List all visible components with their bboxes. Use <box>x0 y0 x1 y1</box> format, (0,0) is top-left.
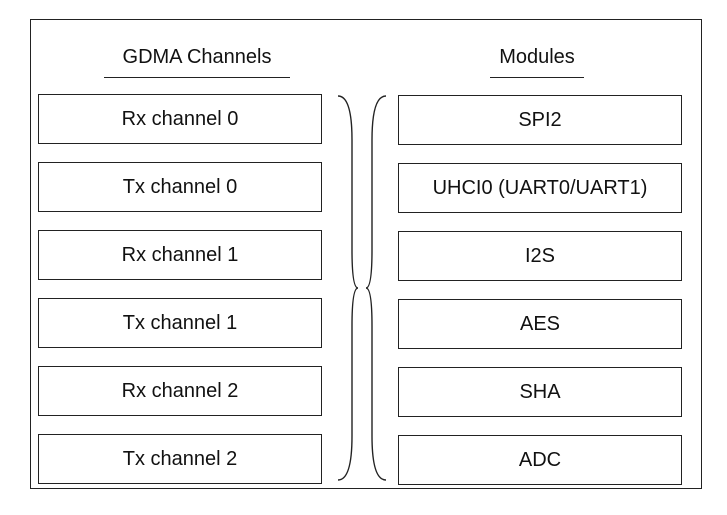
module-box-spi2: SPI2 <box>398 95 682 145</box>
channel-box-tx2: Tx channel 2 <box>38 434 322 484</box>
right-brace <box>365 95 387 481</box>
gdma-channels-title: GDMA Channels <box>122 46 272 68</box>
channel-box-rx0: Rx channel 0 <box>38 94 322 144</box>
modules-underline <box>490 76 584 78</box>
diagram-frame <box>30 19 702 489</box>
channel-box-rx2: Rx channel 2 <box>38 366 322 416</box>
module-box-i2s: I2S <box>398 231 682 281</box>
channel-box-tx0: Tx channel 0 <box>38 162 322 212</box>
gdma-channels-underline <box>104 76 290 78</box>
module-box-uhci0: UHCI0 (UART0/UART1) <box>398 163 682 213</box>
channel-box-tx1: Tx channel 1 <box>38 298 322 348</box>
module-box-sha: SHA <box>398 367 682 417</box>
gdma-channels-heading: GDMA Channels <box>104 46 290 78</box>
left-brace <box>337 95 359 481</box>
module-box-adc: ADC <box>398 435 682 485</box>
module-box-aes: AES <box>398 299 682 349</box>
channel-box-rx1: Rx channel 1 <box>38 230 322 280</box>
modules-heading: Modules <box>482 46 592 78</box>
modules-title: Modules <box>499 46 575 68</box>
